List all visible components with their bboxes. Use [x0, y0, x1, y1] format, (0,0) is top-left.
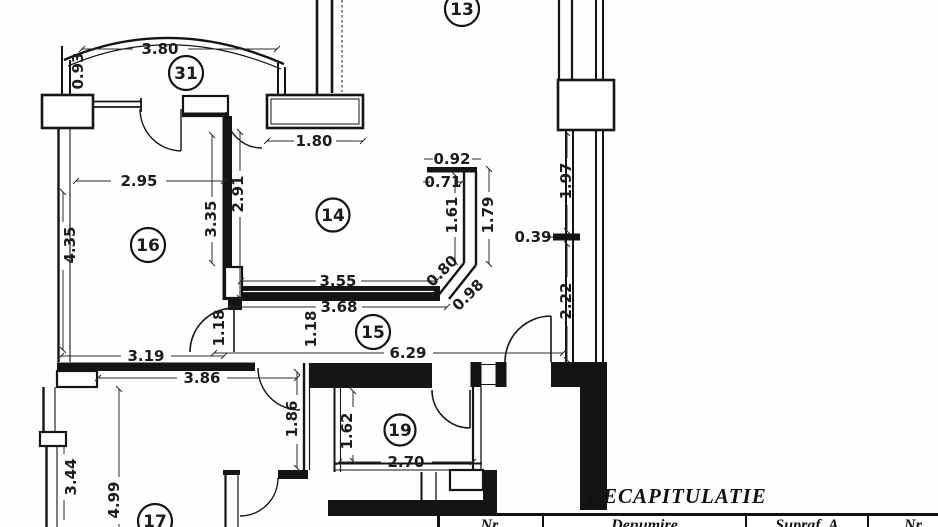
svg-text:16: 16 — [136, 236, 160, 256]
dim-0-98: 0.98 — [449, 276, 488, 315]
dim-3-19: 3.19 — [127, 347, 164, 365]
l-wall-right — [551, 362, 607, 510]
room-label-17: 17 — [136, 502, 174, 527]
doors-group — [139, 108, 552, 517]
svg-text:15: 15 — [361, 323, 385, 343]
dim-1-79: 1.79 — [479, 196, 497, 233]
dim-1-80: 1.80 — [295, 132, 332, 150]
dim-1-18-a: 1.18 — [210, 309, 228, 346]
door-room15-right — [504, 315, 552, 363]
door-balcony-right — [225, 111, 263, 149]
right-wall-outer — [595, 0, 604, 362]
hall-wall-piece — [278, 470, 308, 479]
dim-3-44: 3.44 — [62, 458, 80, 495]
dim-2-70: 2.70 — [387, 453, 424, 471]
recap-col-suprafata: Supraf. A — [747, 516, 869, 527]
balcony-left-wall — [61, 46, 71, 96]
room-label-16: 16 — [129, 226, 167, 264]
room-labels-group: 13 31 14 15 16 17 19 — [129, 0, 481, 527]
jamb-14-left — [223, 265, 244, 300]
dim-6-29: 6.29 — [389, 344, 426, 362]
pillar-block — [448, 468, 485, 492]
right-wall-column — [556, 78, 616, 132]
door-room19 — [431, 389, 471, 429]
wall-16-14 — [222, 116, 232, 300]
recap-title: RECAPITULATIE — [588, 484, 767, 508]
right-wall-upper — [557, 0, 574, 80]
dim-1-61: 1.61 — [443, 196, 461, 233]
wall-092 — [427, 167, 477, 173]
recap-col-denumire: Denumire — [544, 516, 747, 527]
dim-3-35: 3.35 — [202, 200, 220, 237]
svg-text:14: 14 — [321, 206, 345, 226]
balcony-right-wall — [277, 63, 286, 95]
dim-4-99: 4.99 — [105, 481, 123, 518]
dim-0-80: 0.80 — [423, 252, 462, 291]
room-label-15: 15 — [354, 313, 392, 351]
dim-2-22: 2.22 — [557, 282, 575, 319]
room16-top-window — [92, 98, 142, 112]
dim-3-86: 3.86 — [183, 369, 220, 387]
step-block-left — [55, 369, 99, 389]
dim-4-35: 4.35 — [61, 226, 79, 263]
dimension-texts-group: 3.80 0.93 1.80 2.95 2.91 3.35 4.35 0.92 … — [61, 40, 575, 519]
recap-col-last: Nr. — [904, 517, 925, 527]
corridor-walls — [315, 0, 334, 95]
dim-0-92: 0.92 — [433, 150, 470, 168]
svg-text:13: 13 — [450, 0, 474, 20]
dim-1-97: 1.97 — [557, 162, 575, 199]
corner-block-tl — [40, 93, 95, 130]
block-180 — [265, 93, 365, 130]
dim-2-95: 2.95 — [120, 172, 157, 190]
svg-text:31: 31 — [174, 64, 198, 84]
dim-2-91: 2.91 — [229, 175, 247, 212]
balcony-arc-inner — [67, 44, 282, 70]
wall-161 — [462, 172, 478, 265]
dim-0-93: 0.93 — [69, 52, 87, 89]
dim-3-80: 3.80 — [141, 40, 178, 58]
wall-diagonal — [436, 262, 477, 300]
door-room16 — [189, 307, 235, 353]
dim-3-68: 3.68 — [320, 298, 357, 316]
left-wall-block — [38, 430, 68, 448]
dim-0-71: 0.71 — [424, 173, 461, 191]
dim-0-39: 0.39 — [514, 228, 551, 246]
door-balcony-left — [139, 108, 182, 152]
bottom-wall — [328, 500, 497, 516]
recap-col-nr: Nr. — [440, 516, 544, 527]
walls-group — [38, 0, 616, 527]
wall-15-19 — [310, 363, 432, 388]
room-label-31: 31 — [167, 54, 205, 92]
room-label-13: 13 — [443, 0, 481, 28]
svg-text:17: 17 — [143, 512, 167, 527]
balcony-arc-outer — [63, 36, 285, 66]
dim-1-86: 1.86 — [283, 400, 301, 437]
dim-3-55: 3.55 — [319, 272, 356, 290]
room-label-14: 14 — [315, 197, 351, 233]
door-hall-top — [257, 367, 301, 411]
wall-14-bottom — [240, 286, 440, 301]
pier-block — [181, 94, 230, 118]
dim-1-18-b: 1.18 — [302, 310, 320, 347]
dim-1-62: 1.62 — [338, 412, 356, 449]
stub-039 — [553, 233, 580, 241]
right-wall-lower — [565, 130, 574, 362]
wall-16-bottom — [57, 362, 255, 371]
room-label-19: 19 — [383, 413, 417, 447]
door-hall-bottom — [239, 477, 279, 517]
dimension-lines-group — [57, 45, 571, 527]
recap-table: Nr. Denumire Supraf. A Nr. — [437, 513, 938, 527]
svg-text:19: 19 — [388, 421, 412, 441]
